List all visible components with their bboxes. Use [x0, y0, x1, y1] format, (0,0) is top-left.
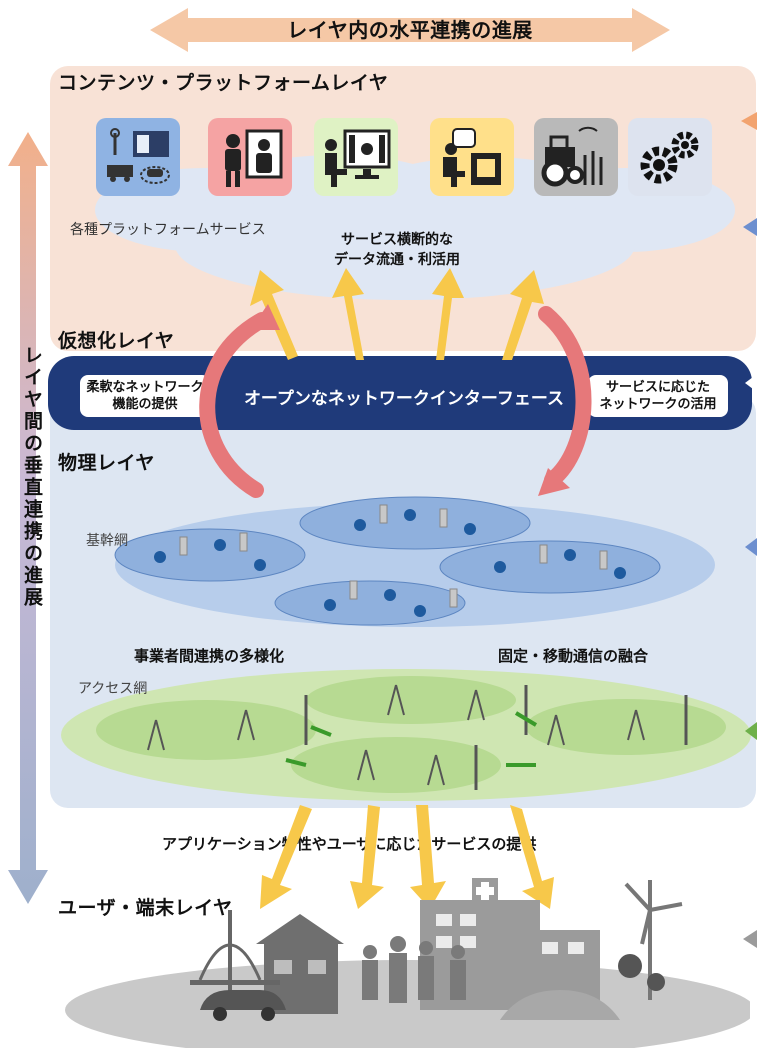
doctor-consultation-icon: [225, 129, 283, 187]
access-network: [61, 669, 751, 801]
data-flow-arrows: [250, 268, 544, 360]
user-layer-title: ユーザ・端末レイヤ: [58, 897, 233, 919]
right-marker-backbone: [745, 538, 757, 556]
right-marker-user: [743, 930, 757, 948]
agriculture-service-tile: [534, 118, 618, 196]
content-layer-title: コンテンツ・プラットフォームレイヤ: [58, 72, 389, 94]
city-scene: [65, 878, 750, 1048]
right-marker-platform: [743, 218, 757, 236]
virtual-layer-title: 仮想化レイヤ: [58, 330, 175, 352]
service-provision-label: アプリケーション特性やユーザに応じたサービスの提供: [162, 835, 537, 853]
education-service-tile: [314, 118, 398, 196]
services-label: 各種プラットフォームサービス: [70, 222, 266, 238]
industry-service-tile: [628, 118, 712, 196]
horizontal-arrow-label: レイヤ内の水平連携の進展: [287, 18, 533, 42]
gears-icon: [640, 131, 699, 184]
map-mobility-icon: [107, 128, 170, 184]
flexible-function-pill: 柔軟なネットワーク 機能の提供: [80, 375, 210, 417]
backbone-label: 基幹網: [86, 533, 128, 549]
physical-layer-title: 物理レイヤ: [58, 452, 155, 474]
delivery-box-icon: [443, 128, 501, 187]
mobility-service-tile: [96, 118, 180, 196]
data-utilization-label: サービス横断的な データ流通・利活用: [334, 232, 460, 268]
backbone-network: [114, 496, 715, 627]
fixed-mobile-convergence-caption: 固定・移動通信の融合: [498, 647, 649, 665]
open-interface-label: オープンなネットワークインターフェース: [243, 389, 565, 409]
service-network-pill: サービスに応じた ネットワークの活用: [588, 375, 728, 417]
horizontal-arrow: [150, 8, 670, 52]
medical-service-tile: [208, 118, 292, 196]
right-marker-virtual: [745, 374, 757, 392]
service-delivery-arrows: [260, 805, 554, 909]
virtual-flow-arrows: [199, 304, 592, 498]
vertical-arrow: [8, 132, 48, 904]
right-marker-access: [745, 722, 757, 740]
carrier-collaboration-caption: 事業者間連携の多様化: [134, 647, 285, 665]
delivery-service-tile: [430, 118, 514, 196]
access-label: アクセス網: [78, 681, 148, 697]
right-marker-content: [741, 112, 757, 130]
education-screen-icon: [325, 129, 391, 187]
vertical-arrow-label: レイヤ間の垂直連携の進展: [21, 345, 43, 609]
tractor-farming-icon: [541, 126, 603, 187]
